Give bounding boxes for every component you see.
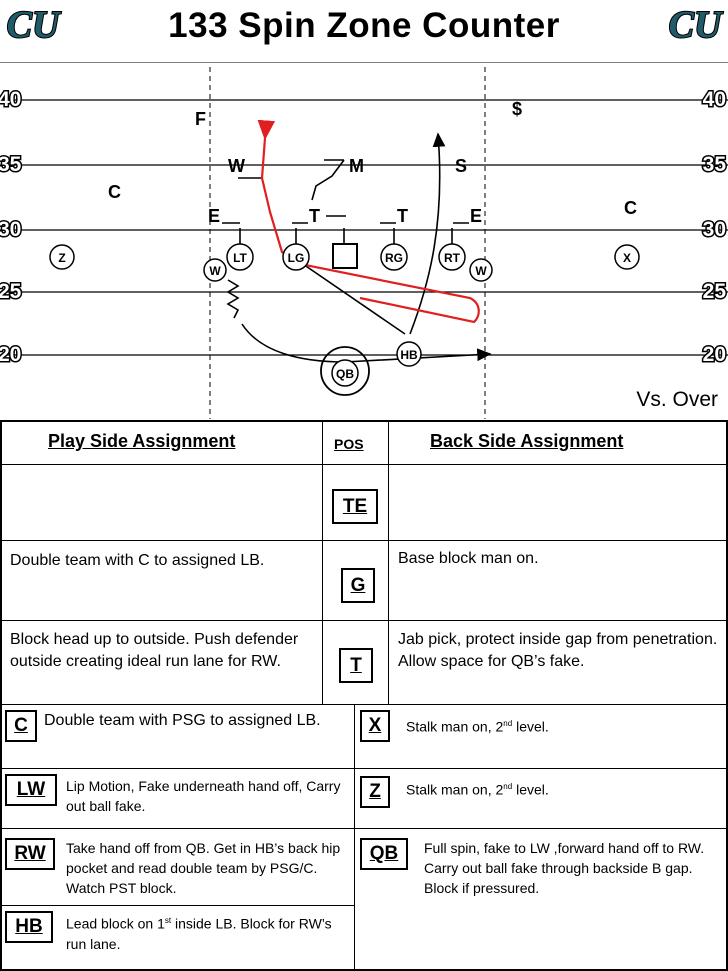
svg-text:QB: QB — [336, 367, 354, 381]
rw-assignment-text: Take hand off from QB. Get in HB’s back … — [66, 840, 341, 896]
player-LG: LG — [282, 243, 310, 271]
g-play-side-text: Double team with C to assigned LB. — [10, 552, 265, 569]
play-diagram: 40 40 35 35 30 30 25 25 20 20 F $ W M S C C E T T… — [0, 62, 728, 419]
yard-number-left: 40 — [0, 88, 21, 111]
yard-number-right: 40 — [703, 88, 726, 111]
defender-M: M — [349, 156, 364, 176]
yard-number-left: 35 — [0, 153, 22, 176]
table-top-border — [0, 420, 728, 422]
pos-box-te: TE — [332, 489, 378, 524]
svg-text:LG: LG — [288, 251, 305, 265]
pos-header: POS — [334, 436, 364, 452]
player-RG: RG — [380, 243, 408, 271]
page-title: 133 Spin Zone Counter — [168, 6, 560, 45]
svg-text:RT: RT — [444, 251, 461, 265]
player-LW: W — [203, 258, 227, 282]
back-side-header: Back Side Assignment — [430, 431, 624, 451]
yard-number-right: 30 — [703, 218, 726, 241]
svg-text:CU: CU — [669, 4, 724, 46]
player-RW: W — [469, 258, 493, 282]
svg-text:W: W — [475, 264, 487, 278]
svg-text:RG: RG — [385, 251, 403, 265]
cu-logo-right: CU — [666, 3, 725, 47]
c-assignment-text: Double team with PSG to assigned LB. — [44, 712, 321, 729]
yard-number-right: 25 — [703, 280, 727, 303]
defender-C-left: C — [108, 182, 121, 202]
player-center — [332, 243, 358, 269]
pos-box-qb: QB — [360, 838, 408, 870]
player-LT: LT — [226, 243, 254, 271]
pos-box-z: Z — [360, 776, 390, 808]
t-play-side-text: Block head up to outside. Push defender … — [10, 631, 299, 670]
yard-number-right: 35 — [703, 153, 727, 176]
yard-number-left: 30 — [0, 218, 21, 241]
pos-box-rw: RW — [5, 838, 55, 870]
svg-text:CU: CU — [7, 4, 62, 46]
hb-assignment-text: Lead block on 1st inside LB. Block for R… — [66, 915, 332, 952]
z-assignment-text: Stalk man on, 2nd level. — [406, 781, 549, 798]
player-QB: QB — [320, 346, 370, 396]
defender-T-right: T — [397, 206, 408, 226]
svg-text:W: W — [209, 264, 221, 278]
svg-text:X: X — [623, 251, 631, 265]
pos-box-hb: HB — [5, 911, 53, 943]
cu-logo-left: CU — [4, 3, 63, 47]
qb-assignment-text: Full spin, fake to LW ,forward hand off … — [424, 840, 705, 896]
defender-C-right: C — [624, 198, 637, 218]
pos-box-c: C — [5, 710, 37, 742]
defender-E-left: E — [208, 206, 220, 226]
defender-W: W — [228, 156, 245, 176]
t-back-side-text: Jab pick, protect inside gap from penetr… — [398, 631, 718, 670]
player-Z: Z — [49, 244, 75, 270]
lw-assignment-text: Lip Motion, Fake underneath hand off, Ca… — [66, 778, 341, 814]
yard-number-left: 25 — [0, 280, 22, 303]
defender-dollar: $ — [512, 99, 522, 119]
player-RT: RT — [438, 243, 466, 271]
defender-T-left: T — [309, 206, 320, 226]
vs-over-label: Vs. Over — [636, 388, 718, 411]
pos-box-t: T — [339, 648, 373, 683]
pos-box-x: X — [360, 710, 390, 742]
pos-box-lw: LW — [5, 774, 57, 806]
play-side-header: Play Side Assignment — [48, 431, 236, 451]
yard-number-left: 20 — [0, 343, 21, 366]
svg-text:HB: HB — [400, 348, 418, 362]
x-assignment-text: Stalk man on, 2nd level. — [406, 718, 549, 735]
svg-text:Z: Z — [58, 251, 65, 265]
defender-S: S — [455, 156, 467, 176]
yard-lines — [0, 99, 728, 356]
player-HB: HB — [396, 341, 422, 367]
pos-box-g: G — [341, 568, 375, 603]
defender-E-right: E — [470, 206, 482, 226]
svg-text:LT: LT — [233, 251, 247, 265]
yard-number-right: 20 — [703, 343, 726, 366]
player-X: X — [614, 244, 640, 270]
defender-F: F — [195, 109, 206, 129]
g-back-side-text: Base block man on. — [398, 550, 539, 567]
